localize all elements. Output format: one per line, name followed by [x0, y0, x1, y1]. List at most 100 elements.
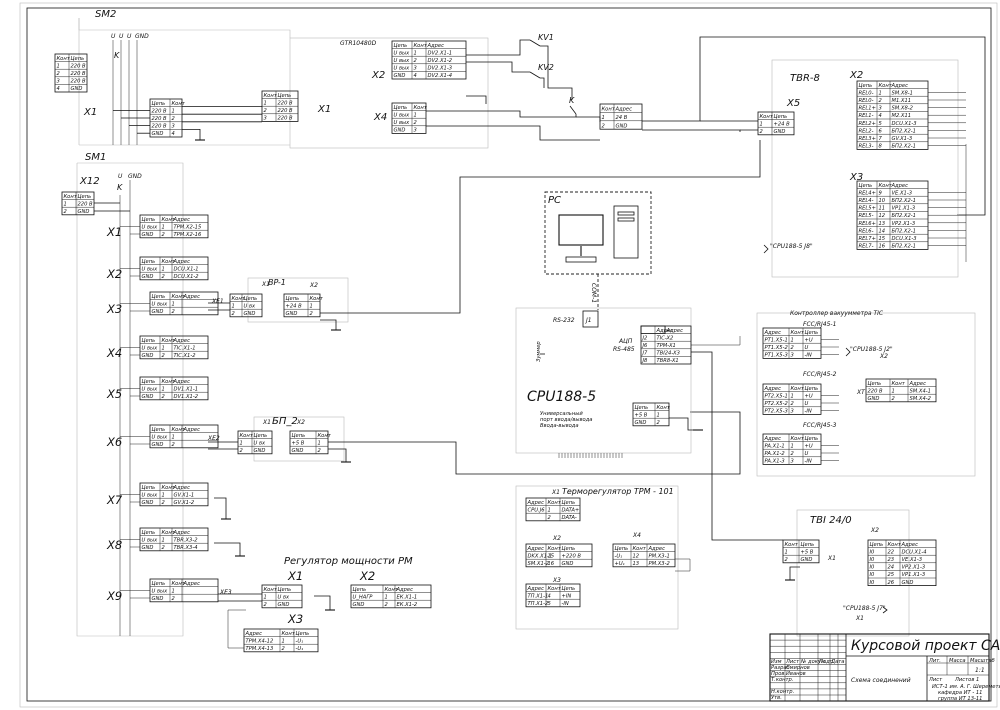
table-cell: 2 — [264, 108, 267, 114]
stamp-sheet: Лист — [928, 677, 943, 683]
table-header-cell: Адрес — [527, 546, 545, 552]
table-cell: 1 — [657, 412, 660, 418]
table-header-cell: Цепь — [152, 581, 166, 587]
table-cell: U вых — [152, 301, 169, 307]
relay-wire — [540, 45, 573, 100]
bus-label: GND — [128, 173, 142, 180]
table-cell: 1 — [318, 440, 321, 446]
table-cell: DV2.X1-2 — [428, 58, 453, 64]
table-cell: DCU.X1-2 — [174, 274, 199, 280]
table-cell: 220 В — [278, 116, 294, 122]
wire — [789, 566, 800, 580]
wire — [314, 595, 331, 610]
table-header-cell: Конт — [172, 294, 186, 300]
table-header-cell: Конт — [64, 194, 78, 200]
table-header-cell: Цепь — [774, 114, 788, 120]
table-cell: 2 — [282, 646, 285, 652]
table-header-cell: Конт — [548, 500, 562, 506]
stamp-role: Т.контр. — [771, 677, 793, 683]
sm1-enclosure — [76, 162, 184, 637]
table-cell: 2 — [232, 311, 235, 317]
table-cell: 1 — [791, 443, 794, 449]
table-cell: I0 — [870, 580, 876, 586]
table-cell: 220 В — [71, 79, 87, 85]
wire — [669, 417, 698, 431]
table-header-cell: Адрес — [764, 330, 782, 336]
table-cell: U вых — [142, 266, 159, 272]
stamp-org: кафедра ИТ - 11 — [938, 690, 982, 696]
table-cell: GND — [142, 232, 154, 238]
pc-label: PC — [548, 195, 561, 206]
tic-enclosure — [756, 312, 976, 477]
table-cell: 2 — [318, 448, 321, 454]
tic-title: Контроллер вакуумметра TIC — [790, 310, 884, 317]
table-cell: U вых — [394, 50, 411, 56]
table-cell: 1 — [282, 638, 285, 644]
table-header-cell: Конт — [172, 581, 186, 587]
table-header-cell: Конт — [264, 93, 278, 99]
table-header-cell: Конт — [760, 114, 774, 120]
table-cell: VP2.X1-3 — [892, 221, 916, 227]
switch-contact — [569, 105, 577, 115]
table-header-cell: Цепь — [859, 83, 873, 89]
table-cell: 1 — [791, 337, 794, 343]
table-cell: DCU.X1-3 — [892, 121, 917, 127]
table-cell: 24 — [888, 565, 895, 571]
table-cell: I0 — [870, 557, 876, 563]
table-cell: 2 — [162, 353, 165, 359]
bus-label: U — [111, 33, 116, 40]
stamp-role: № докум. — [800, 659, 827, 665]
table-cell: J6 — [642, 343, 649, 349]
table-cell: 1 — [172, 434, 175, 440]
table-cell: 1 — [760, 121, 763, 127]
wire-24v — [320, 140, 761, 314]
wire — [576, 116, 601, 122]
table-header-cell: Цепь — [142, 530, 156, 536]
bus-label: U — [118, 173, 123, 180]
table-header-cell: Цепь — [71, 56, 85, 62]
table-frame — [350, 584, 432, 609]
stamp-role: Изм — [771, 659, 782, 665]
table-cell: DCU.X1-4 — [902, 549, 927, 555]
connector-label: X6 — [106, 435, 122, 449]
pc-tower-icon — [613, 205, 639, 259]
table-cell: U вых — [394, 120, 411, 126]
table-cell: PT1.X5-2 — [765, 345, 788, 351]
table-cell: PT2.X5-3 — [765, 409, 788, 415]
table-cell: TBR.X3-2 — [174, 537, 198, 543]
table-cell: PM.X3-1 — [649, 553, 670, 559]
table-cell: SM.X4-2 — [910, 396, 931, 402]
table-cell: 3 — [264, 116, 267, 122]
table-cell: GND — [152, 596, 164, 602]
table-cell: 12 — [879, 213, 886, 219]
table-cell: GND — [142, 353, 154, 359]
table-cell: 3 — [414, 128, 417, 134]
bus-label: U — [119, 33, 124, 40]
table-cell: U вых — [142, 492, 159, 498]
table-cell: 2 — [162, 545, 165, 551]
table-header-cell: Цепь — [805, 330, 819, 336]
table-cell: +5 В — [801, 549, 814, 555]
table-header-cell: Адрес — [245, 631, 263, 637]
table-cell: +U — [805, 443, 813, 449]
table-header-cell: Конт — [657, 405, 671, 411]
table-header-cell: Цепь — [805, 436, 819, 442]
pc-drive — [617, 211, 635, 216]
bp1-enclosure — [247, 277, 349, 323]
cpu-link — [691, 336, 741, 346]
table-cell: U вх — [254, 440, 267, 446]
table-cell: +U₁ — [615, 561, 625, 567]
table-cell: CPU.J6 — [528, 507, 546, 513]
table-header-cell: Конт — [310, 296, 324, 302]
table-cell: U вых — [152, 588, 169, 594]
table-cell: PM.X3-2 — [649, 561, 670, 567]
table-header-cell: Конт — [264, 587, 278, 593]
tbr-title: TBR-8 — [790, 73, 820, 84]
table-header-cell: Конт — [892, 381, 906, 387]
table-cell: U вх — [278, 594, 291, 600]
